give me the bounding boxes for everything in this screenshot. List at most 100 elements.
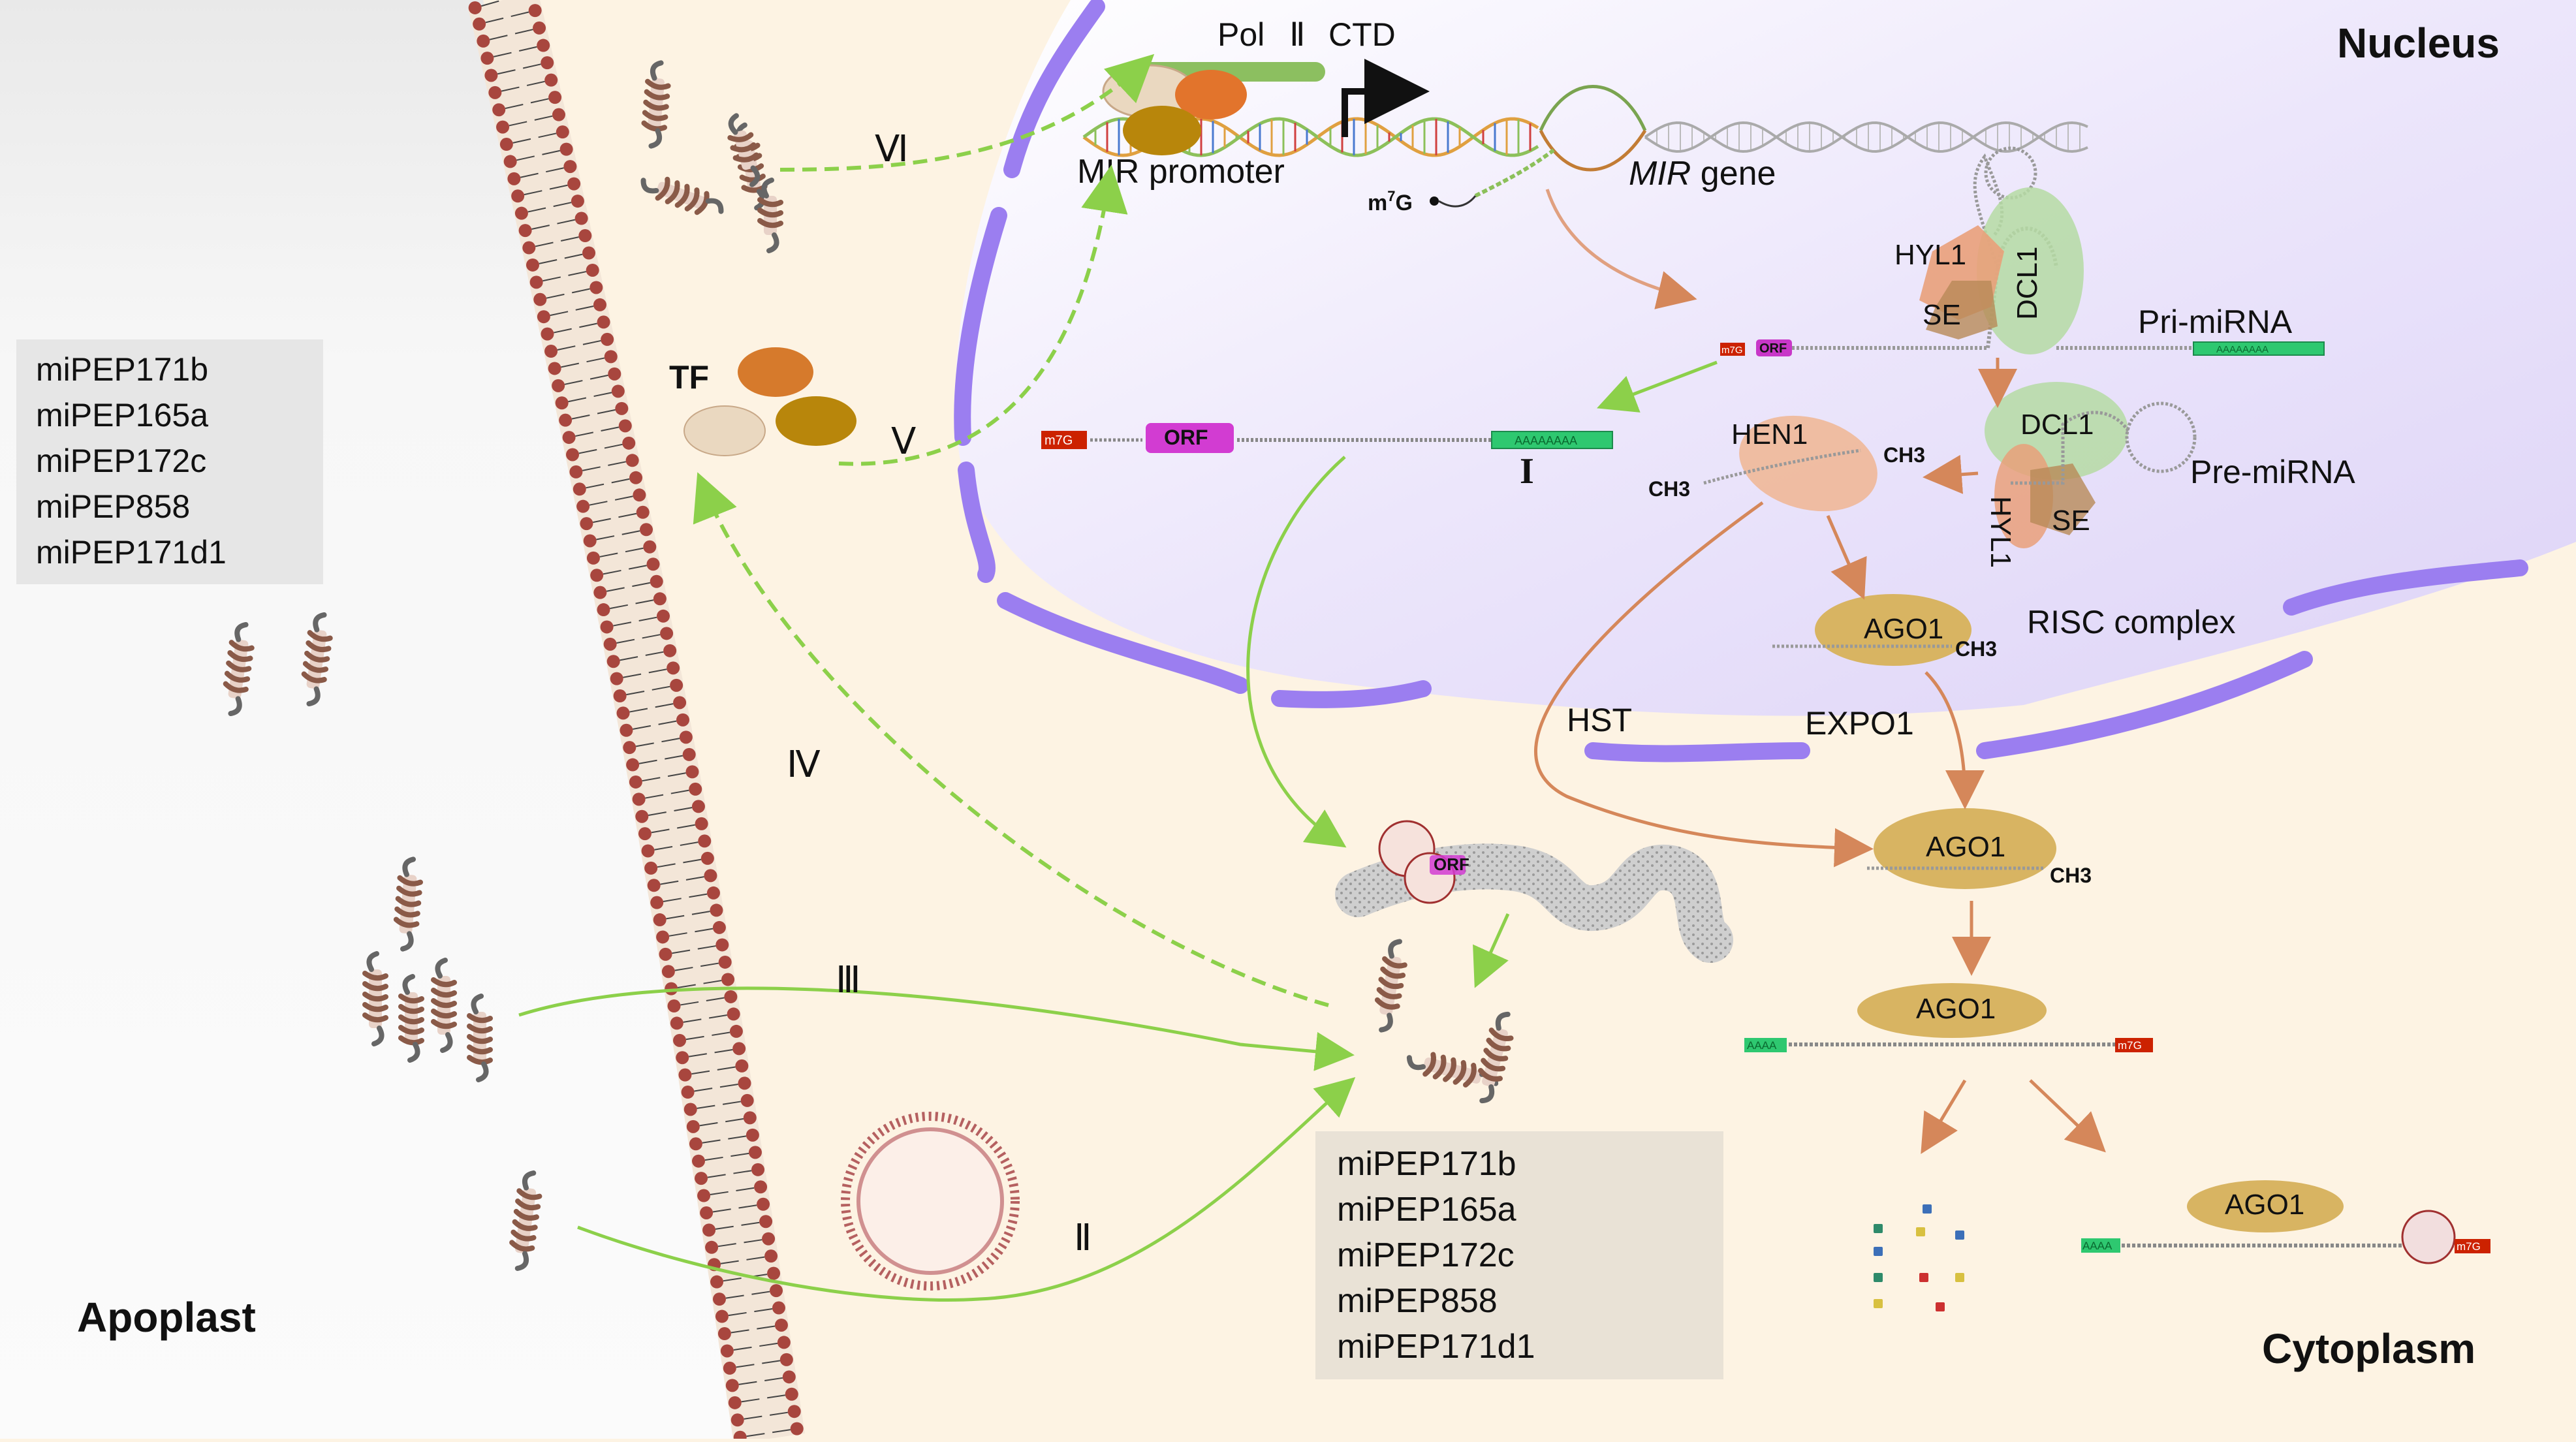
ch3-label: CH3 xyxy=(1955,637,1997,661)
plasma-membrane xyxy=(468,0,805,1442)
mipep-name: miPEP171b xyxy=(36,351,208,388)
tf-subunit xyxy=(776,396,856,446)
svg-text:AAAA: AAAA xyxy=(1747,1039,1777,1052)
svg-text:AAAAAAAA: AAAAAAAA xyxy=(2216,344,2269,355)
mipep-mrna: m7G ORF AAAAAAAA I xyxy=(1041,423,1613,492)
mipep-name: miPEP858 xyxy=(36,488,190,525)
ch3-label: CH3 xyxy=(2050,864,2092,887)
pri-mirna-label: Pri-miRNA xyxy=(2138,304,2293,340)
pol-label: Pol xyxy=(1217,16,1264,53)
svg-text:Pol: Pol xyxy=(1217,16,1264,53)
svg-text:m7G: m7G xyxy=(1721,345,1743,356)
pre-mirna-strand xyxy=(2011,411,2130,485)
dna-helix xyxy=(1082,117,2088,157)
mipep-helix-icon xyxy=(1478,1011,1514,1104)
pathway-iv-label: Ⅳ xyxy=(787,745,821,785)
hyl1-label: HYL1 xyxy=(1985,496,2017,568)
se-protein xyxy=(1926,281,1998,339)
mipep-list-right xyxy=(1315,1131,1723,1379)
ago1-label: AGO1 xyxy=(1864,613,1943,645)
pol-numeral: Ⅱ xyxy=(1289,16,1306,53)
mipep-helix-icon xyxy=(509,1170,542,1272)
pre-mirna-label: Pre-miRNA xyxy=(2190,454,2355,490)
pol2-subunit xyxy=(1175,70,1247,119)
mipep-name: miPEP171d1 xyxy=(36,534,227,571)
dcl1-label: DCL1 xyxy=(2011,247,2043,321)
pathway-iii-label: Ⅲ xyxy=(836,960,861,1001)
mipep-list-left xyxy=(16,339,323,584)
ago1-label: AGO1 xyxy=(1926,831,2005,863)
ch3-label: CH3 xyxy=(1648,477,1690,501)
svg-text:AAAAAAAA: AAAAAAAA xyxy=(1515,434,1577,447)
tf-subunit xyxy=(738,347,813,397)
nuclear-envelope xyxy=(954,0,2528,762)
intron-mark: I xyxy=(1520,451,1534,492)
dcl1-label: DCL1 xyxy=(2020,409,2094,441)
hen1-label: HEN1 xyxy=(1731,418,1808,450)
mipep-name: miPEP165a xyxy=(1337,1191,1516,1229)
risc-complex-label: RISC complex xyxy=(2027,604,2236,640)
nucleus-label: Nucleus xyxy=(2337,20,2500,67)
pol2-subunit xyxy=(1123,106,1201,155)
tss-arrow-icon xyxy=(1342,59,1430,137)
mipep-name: miPEP858 xyxy=(1337,1282,1498,1320)
mipep-helix-icon xyxy=(641,60,671,149)
tf-label: TF xyxy=(669,359,709,396)
pathway-v-label: Ⅴ xyxy=(891,422,916,462)
svg-text:ORF: ORF xyxy=(1759,341,1787,356)
svg-text:ORF: ORF xyxy=(1434,854,1469,874)
ago1-label: AGO1 xyxy=(2225,1189,2304,1221)
pathway-vi-label: Ⅵ xyxy=(875,129,909,170)
svg-text:m7G: m7G xyxy=(1368,188,1413,215)
svg-text:m7G: m7G xyxy=(1045,433,1073,448)
mipep-helix-icon xyxy=(757,178,783,253)
ch3-label: CH3 xyxy=(1883,443,1925,467)
svg-text:AAAA: AAAA xyxy=(2082,1240,2113,1252)
transcription-bubble xyxy=(1539,85,1647,132)
mipep-name: miPEP172c xyxy=(36,443,206,479)
degraded-fragments xyxy=(1874,1204,1964,1311)
polya-tail xyxy=(1744,1038,1787,1052)
pathway-arrows xyxy=(518,54,2106,1302)
nucleus-region xyxy=(955,0,2576,716)
orf-box xyxy=(1756,339,1792,356)
mipep-helix-icon xyxy=(640,176,724,215)
expo1-label: EXPO1 xyxy=(1805,705,1914,742)
mipep-helix-icon xyxy=(1374,939,1407,1033)
cap-label: m xyxy=(1368,191,1387,215)
se-label: SE xyxy=(1923,299,1961,331)
hyl1-label: HYL1 xyxy=(1894,239,1966,271)
cap-dot xyxy=(1430,196,1439,206)
mipep-helix-icon xyxy=(727,113,761,187)
ago1-protein xyxy=(2187,1180,2344,1232)
mipep-helix-icon xyxy=(393,856,423,952)
tf-subunit xyxy=(683,405,766,456)
mipep-helix-icon xyxy=(362,951,388,1046)
svg-text:m7G: m7G xyxy=(2457,1240,2481,1253)
pathway-ii-label: Ⅱ xyxy=(1074,1218,1092,1259)
apoplast-label: Apoplast xyxy=(77,1294,256,1341)
se-protein xyxy=(2030,463,2096,535)
hen1-protein xyxy=(1739,415,1877,512)
orf-label: ORF xyxy=(1164,426,1208,449)
ago1-label: AGO1 xyxy=(1916,993,1996,1025)
mipep-name: miPEP172c xyxy=(1337,1236,1515,1274)
ctd-label: CTD xyxy=(1328,16,1396,53)
mipep-helix-icon xyxy=(398,974,424,1063)
mir-gene-label: MIR gene xyxy=(1629,155,1776,193)
mipep-helix-icon xyxy=(467,994,493,1082)
cytoplasm-label: Cytoplasm xyxy=(2262,1325,2475,1372)
mipep-helix-icon xyxy=(301,612,333,707)
ribosome-icon xyxy=(2401,1210,2456,1264)
mipep-peptides xyxy=(223,60,1514,1272)
mipep-name: miPEP171b xyxy=(1337,1145,1516,1183)
mipep-helix-icon xyxy=(1406,1052,1499,1088)
dcl1-protein xyxy=(1977,187,2084,354)
mipep-name: miPEP171d1 xyxy=(1337,1328,1535,1366)
mipep-name: miPEP165a xyxy=(36,397,208,433)
extracellular-vesicle xyxy=(841,1112,1020,1291)
hst-label: HST xyxy=(1567,702,1632,738)
mipep-helix-icon xyxy=(431,958,457,1053)
